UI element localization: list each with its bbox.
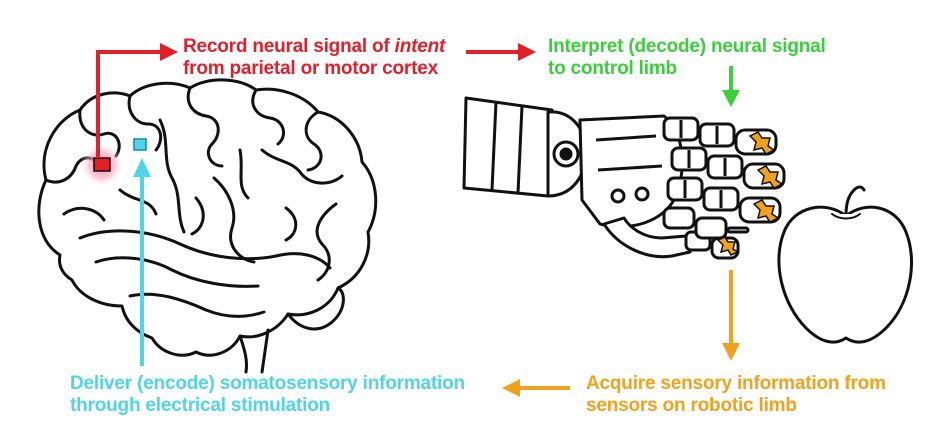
record-electrode xyxy=(93,157,111,172)
acquire-label: Acquire sensory information from sensors… xyxy=(586,373,886,417)
interpret-label-line2: to control limb xyxy=(548,58,677,79)
apple-icon xyxy=(777,185,913,344)
record-label-line2: from parietal or motor cortex xyxy=(183,58,438,79)
record-to-interpret-arrow xyxy=(466,43,536,61)
deliver-arrow xyxy=(133,158,151,366)
brain-icon xyxy=(37,78,378,374)
record-label-line1: Record neural signal of xyxy=(183,36,395,57)
record-label: Record neural signal of intent from pari… xyxy=(183,36,445,80)
acquire-to-deliver-arrow xyxy=(502,379,570,397)
interpret-arrow xyxy=(722,66,740,107)
interpret-label-line1: Interpret (decode) neural signal xyxy=(548,36,826,57)
deliver-label: Deliver (encode) somatosensory informati… xyxy=(70,373,465,417)
deliver-label-line1: Deliver (encode) somatosensory informati… xyxy=(70,373,465,394)
record-label-intent: intent xyxy=(394,36,446,57)
interpret-label: Interpret (decode) neural signal to cont… xyxy=(548,36,826,80)
fingertip-sensor-pads xyxy=(716,131,784,256)
stim-electrode xyxy=(133,138,147,151)
acquire-label-line1: Acquire sensory information from xyxy=(586,373,886,394)
record-arrow xyxy=(96,50,162,158)
robotic-hand-icon xyxy=(462,96,786,260)
deliver-label-line2: through electrical stimulation xyxy=(70,395,331,416)
acquire-arrow xyxy=(722,270,740,361)
acquire-label-line2: sensors on robotic limb xyxy=(586,395,797,416)
